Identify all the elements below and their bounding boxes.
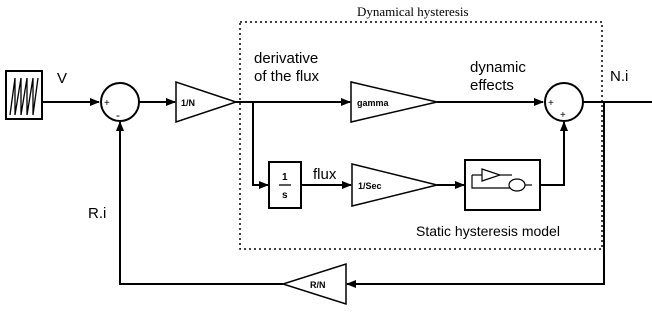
dynamic-label-line2: effects — [470, 77, 514, 94]
sawtooth-source-block[interactable] — [5, 70, 43, 120]
derivative-label-line1: derivative — [254, 50, 318, 67]
static-hysteresis-block[interactable] — [464, 159, 541, 211]
gain-sec-label: 1/Sec — [358, 181, 382, 191]
sum1-minus-sign: - — [116, 108, 120, 122]
feedback-label: R.i — [88, 205, 106, 222]
gain-block-sec[interactable] — [351, 163, 438, 207]
gain-1n-label: 1/N — [181, 98, 195, 108]
sum2-plus-sign-bottom: + — [560, 110, 566, 121]
boundary-title: Dynamical hysteresis — [357, 4, 469, 19]
static-model-label: Static hysteresis model — [416, 223, 560, 239]
dynamical-hysteresis-boundary — [239, 21, 603, 250]
gain-block-gamma[interactable] — [350, 81, 438, 123]
output-label: N.i — [610, 68, 628, 85]
gain-gamma-label: gamma — [357, 98, 390, 108]
integrator-numerator: 1 — [282, 172, 288, 183]
dynamic-label-line1: dynamic — [470, 59, 526, 76]
integrator-denominator: s — [282, 190, 288, 201]
derivative-label-line2: of the flux — [254, 68, 320, 85]
gain-rn-label: R/N — [310, 280, 326, 290]
gain-block-1n[interactable] — [175, 80, 239, 124]
sum1-plus-sign: + — [104, 98, 110, 109]
integrator-block[interactable] — [268, 161, 302, 209]
flux-label: flux — [313, 166, 337, 183]
sum2-plus-sign-left: + — [548, 98, 554, 109]
signal-lines — [42, 98, 652, 288]
input-signal-label: V — [57, 70, 67, 87]
